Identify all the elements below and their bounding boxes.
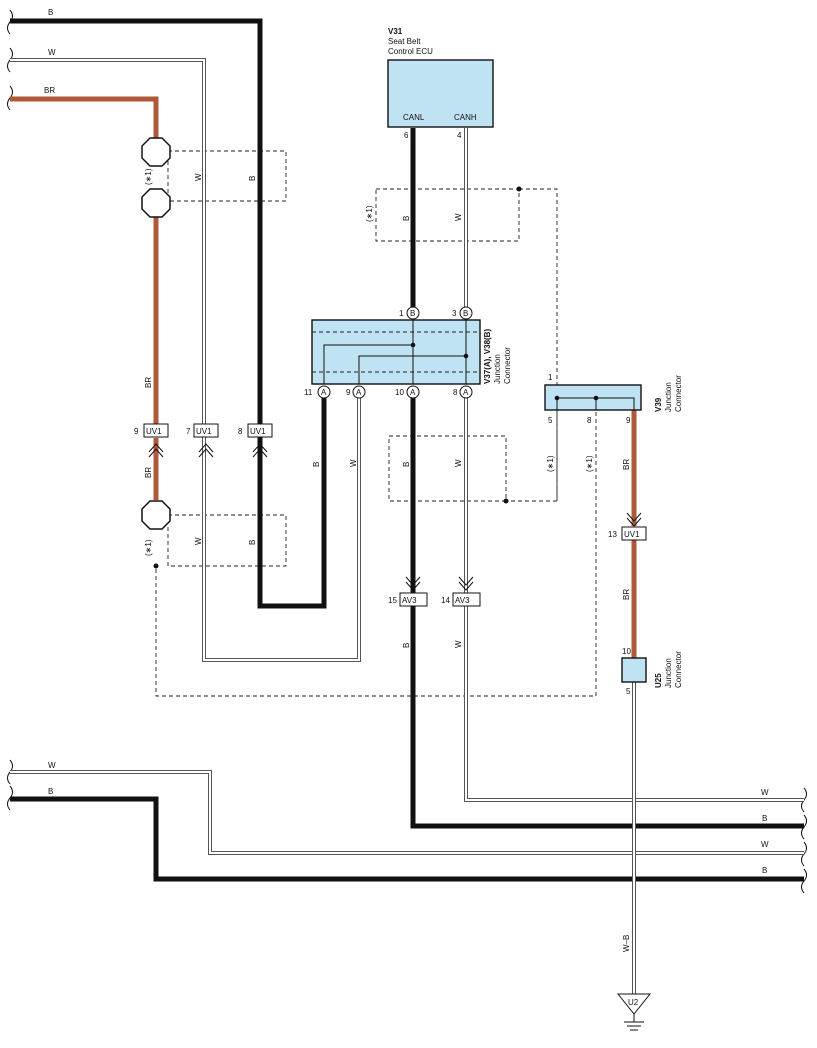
svg-text:W: W — [761, 840, 769, 849]
v39-pin-1: 1 — [548, 373, 553, 382]
v39-pin-9: 9 — [626, 416, 631, 425]
v37-pin-1: 1 — [399, 309, 404, 318]
wire-labels-horizontal: B W BR W B W B W B — [44, 8, 769, 875]
svg-text:B: B — [248, 540, 257, 545]
u25-id: U25 — [654, 673, 663, 688]
v31-seat-belt-ecu: V31 Seat Belt Control ECU CANL CANH 6 4 — [387, 27, 494, 140]
svg-text:(∗1): (∗1) — [546, 455, 555, 472]
wire-break-marks-left — [7, 9, 13, 811]
v39-id: V39 — [654, 397, 663, 412]
white-wires — [10, 58, 804, 994]
u25-line1: Junction — [664, 658, 673, 688]
ground-u2: U2 — [616, 993, 652, 1031]
v31-pin-6: 6 — [404, 131, 409, 140]
svg-text:UV1: UV1 — [624, 530, 640, 539]
svg-text:W: W — [349, 459, 358, 467]
v31-line2: Control ECU — [388, 47, 433, 56]
svg-text:7: 7 — [186, 427, 191, 436]
svg-text:B: B — [312, 462, 321, 467]
splice-points — [141, 137, 171, 530]
svg-text:AV3: AV3 — [402, 596, 417, 605]
svg-text:UV1: UV1 — [250, 427, 266, 436]
svg-text:B: B — [402, 643, 411, 648]
uv1-connectors: UV1 9 UV1 7 UV1 8 UV1 13 — [134, 423, 647, 541]
svg-text:8: 8 — [238, 427, 243, 436]
svg-text:A: A — [463, 388, 469, 397]
svg-text:(∗1): (∗1) — [144, 539, 153, 556]
svg-text:W: W — [194, 173, 203, 181]
svg-text:(∗1): (∗1) — [585, 455, 594, 472]
wire-labels-vertical: (∗1) W B BR BR (∗1) W B B W (∗1) B W B W… — [144, 168, 631, 952]
v31-canl: CANL — [403, 113, 425, 122]
svg-text:B: B — [48, 787, 53, 796]
svg-text:BR: BR — [144, 467, 153, 478]
v31-canh: CANH — [454, 113, 477, 122]
svg-text:B: B — [248, 176, 257, 181]
v39-junction-connector: 1 5 8 9 V39 Junction Connector — [544, 373, 683, 425]
svg-text:W: W — [454, 213, 463, 221]
v37-pin-3: 3 — [452, 309, 457, 318]
svg-text:14: 14 — [441, 596, 450, 605]
svg-text:BR: BR — [144, 377, 153, 388]
v39-pin-8: 8 — [587, 416, 592, 425]
v39-pin-5: 5 — [548, 416, 553, 425]
v37-id: V37(A), V38(B) — [483, 329, 492, 384]
svg-text:15: 15 — [388, 596, 397, 605]
svg-text:W: W — [454, 640, 463, 648]
v39-line2: Connector — [674, 375, 683, 412]
svg-text:W: W — [48, 48, 56, 57]
svg-text:UV1: UV1 — [196, 427, 212, 436]
black-wires — [10, 18, 804, 882]
splice-br-upper-1 — [141, 137, 171, 167]
svg-text:W: W — [761, 788, 769, 797]
splice-br-lower — [141, 500, 171, 530]
u25-pin-10: 10 — [622, 647, 631, 656]
av3-connectors: AV3 15 AV3 14 — [388, 576, 481, 607]
svg-text:B: B — [402, 216, 411, 221]
v37-line2: Connector — [503, 347, 512, 384]
u25-junction-connector: 10 5 U25 Junction Connector — [621, 647, 683, 696]
svg-text:B: B — [463, 309, 468, 318]
svg-text:UV1: UV1 — [146, 427, 162, 436]
u25-line2: Connector — [674, 651, 683, 688]
shield-outlines — [155, 150, 597, 697]
v37-pin-10: 10 — [395, 388, 404, 397]
v39-line1: Junction — [664, 382, 673, 412]
v37-pin-11: 11 — [304, 388, 313, 397]
v37-pin-8: 8 — [453, 388, 458, 397]
svg-text:B: B — [402, 462, 411, 467]
svg-text:A: A — [321, 388, 327, 397]
ground-id: U2 — [628, 998, 639, 1007]
svg-text:(∗1): (∗1) — [144, 168, 153, 185]
splice-br-upper-2 — [141, 188, 171, 218]
svg-text:W: W — [48, 761, 56, 770]
svg-text:BR: BR — [44, 86, 55, 95]
svg-text:B: B — [762, 866, 767, 875]
v37-junction-connector: B B 1 3 A A A A 11 9 10 8 V37(A), V38(B)… — [304, 306, 512, 399]
svg-text:A: A — [410, 388, 416, 397]
u25-pin-5: 5 — [626, 687, 631, 696]
svg-text:AV3: AV3 — [455, 596, 470, 605]
svg-text:W: W — [454, 459, 463, 467]
svg-text:B: B — [410, 309, 415, 318]
v37-line1: Junction — [493, 354, 502, 384]
svg-text:B: B — [48, 8, 53, 17]
v31-line1: Seat Belt — [388, 37, 421, 46]
svg-text:B: B — [762, 814, 767, 823]
svg-text:BR: BR — [622, 589, 631, 600]
v37-pin-9: 9 — [346, 388, 351, 397]
svg-text:13: 13 — [608, 530, 617, 539]
junction-dots — [153, 186, 522, 569]
svg-text:(∗1): (∗1) — [365, 205, 374, 222]
svg-text:BR: BR — [622, 459, 631, 470]
svg-text:A: A — [356, 388, 362, 397]
svg-text:W–B: W–B — [622, 935, 631, 952]
svg-text:9: 9 — [134, 427, 139, 436]
v31-id: V31 — [388, 27, 403, 36]
svg-text:W: W — [194, 537, 203, 545]
v31-pin-4: 4 — [457, 131, 462, 140]
